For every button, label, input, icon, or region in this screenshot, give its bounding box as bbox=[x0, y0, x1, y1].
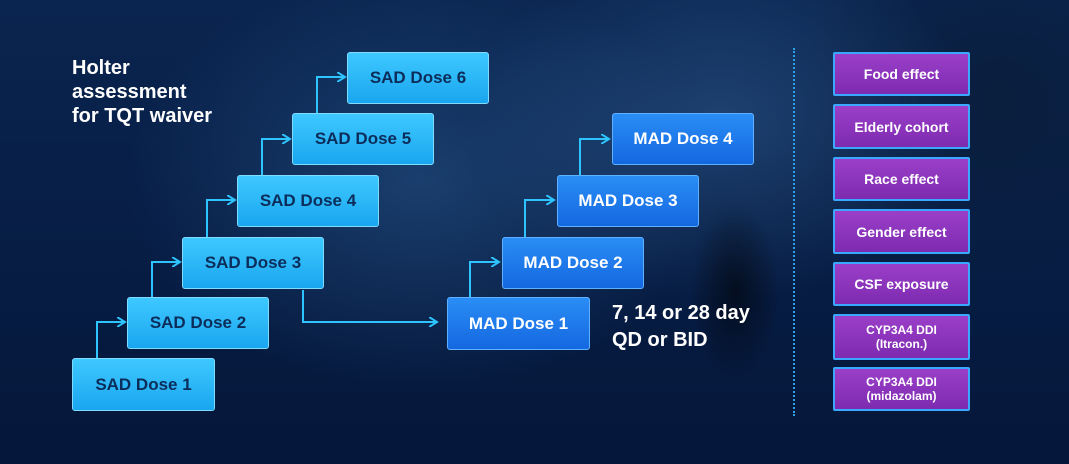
side-study-label: Race effect bbox=[864, 171, 939, 187]
background-shade bbox=[690, 200, 780, 380]
arrow-sad2-sad3 bbox=[151, 262, 179, 298]
mad-dose-2-box: MAD Dose 2 bbox=[502, 237, 644, 289]
arrow-sad3-sad4 bbox=[206, 200, 234, 238]
arrow-sad3-mad1 bbox=[302, 290, 436, 322]
dotted-divider bbox=[793, 48, 795, 416]
side-study-sublabel: (midazolam) bbox=[866, 389, 937, 403]
arrow-mad2-mad3 bbox=[524, 200, 553, 238]
arrow-mad1-mad2 bbox=[469, 262, 498, 298]
side-study-cyp3a4-ddi-midazolam: CYP3A4 DDI (midazolam) bbox=[833, 367, 970, 411]
side-study-label: CYP3A4 DDI bbox=[866, 375, 937, 389]
side-study-label: Gender effect bbox=[856, 223, 947, 240]
side-study-sublabel: (Itracon.) bbox=[875, 337, 928, 351]
arrow-sad5-sad6 bbox=[316, 77, 344, 114]
mad-dose-3-box: MAD Dose 3 bbox=[557, 175, 699, 227]
side-study-cyp3a4-ddi-itracon: CYP3A4 DDI (Itracon.) bbox=[833, 314, 970, 360]
side-study-gender-effect: Gender effect bbox=[833, 209, 970, 254]
title-line: for TQT waiver bbox=[72, 105, 213, 127]
side-study-food-effect: Food effect bbox=[833, 52, 970, 96]
side-study-csf-exposure: CSF exposure bbox=[833, 262, 970, 306]
sad-dose-6-box: SAD Dose 6 bbox=[347, 52, 489, 104]
sad-dose-1-box: SAD Dose 1 bbox=[72, 358, 215, 411]
sad-dose-2-box: SAD Dose 2 bbox=[127, 297, 269, 349]
title-line: Holter bbox=[72, 57, 130, 79]
sad-dose-5-box: SAD Dose 5 bbox=[292, 113, 434, 165]
diagram-title: Holter assessment for TQT waiver bbox=[72, 56, 272, 128]
mad-dose-1-box: MAD Dose 1 bbox=[447, 297, 590, 350]
arrow-mad3-mad4 bbox=[579, 139, 608, 176]
side-study-elderly-cohort: Elderly cohort bbox=[833, 104, 970, 149]
side-study-label: Food effect bbox=[863, 66, 940, 82]
regimen-line: QD or BID bbox=[612, 329, 708, 351]
regimen-line: 7, 14 or 28 day bbox=[612, 302, 750, 324]
sad-dose-3-box: SAD Dose 3 bbox=[182, 237, 324, 289]
side-study-race-effect: Race effect bbox=[833, 157, 970, 201]
title-line: assessment bbox=[72, 81, 187, 103]
mad-dose-4-box: MAD Dose 4 bbox=[612, 113, 754, 165]
arrow-sad1-sad2 bbox=[96, 322, 124, 360]
side-study-label: CYP3A4 DDI bbox=[866, 323, 937, 337]
side-study-label: Elderly cohort bbox=[854, 118, 949, 135]
arrow-sad4-sad5 bbox=[261, 139, 289, 176]
side-study-label: CSF exposure bbox=[854, 276, 949, 292]
sad-dose-4-box: SAD Dose 4 bbox=[237, 175, 379, 227]
dosing-regimen-label: 7, 14 or 28 day QD or BID bbox=[612, 300, 750, 354]
